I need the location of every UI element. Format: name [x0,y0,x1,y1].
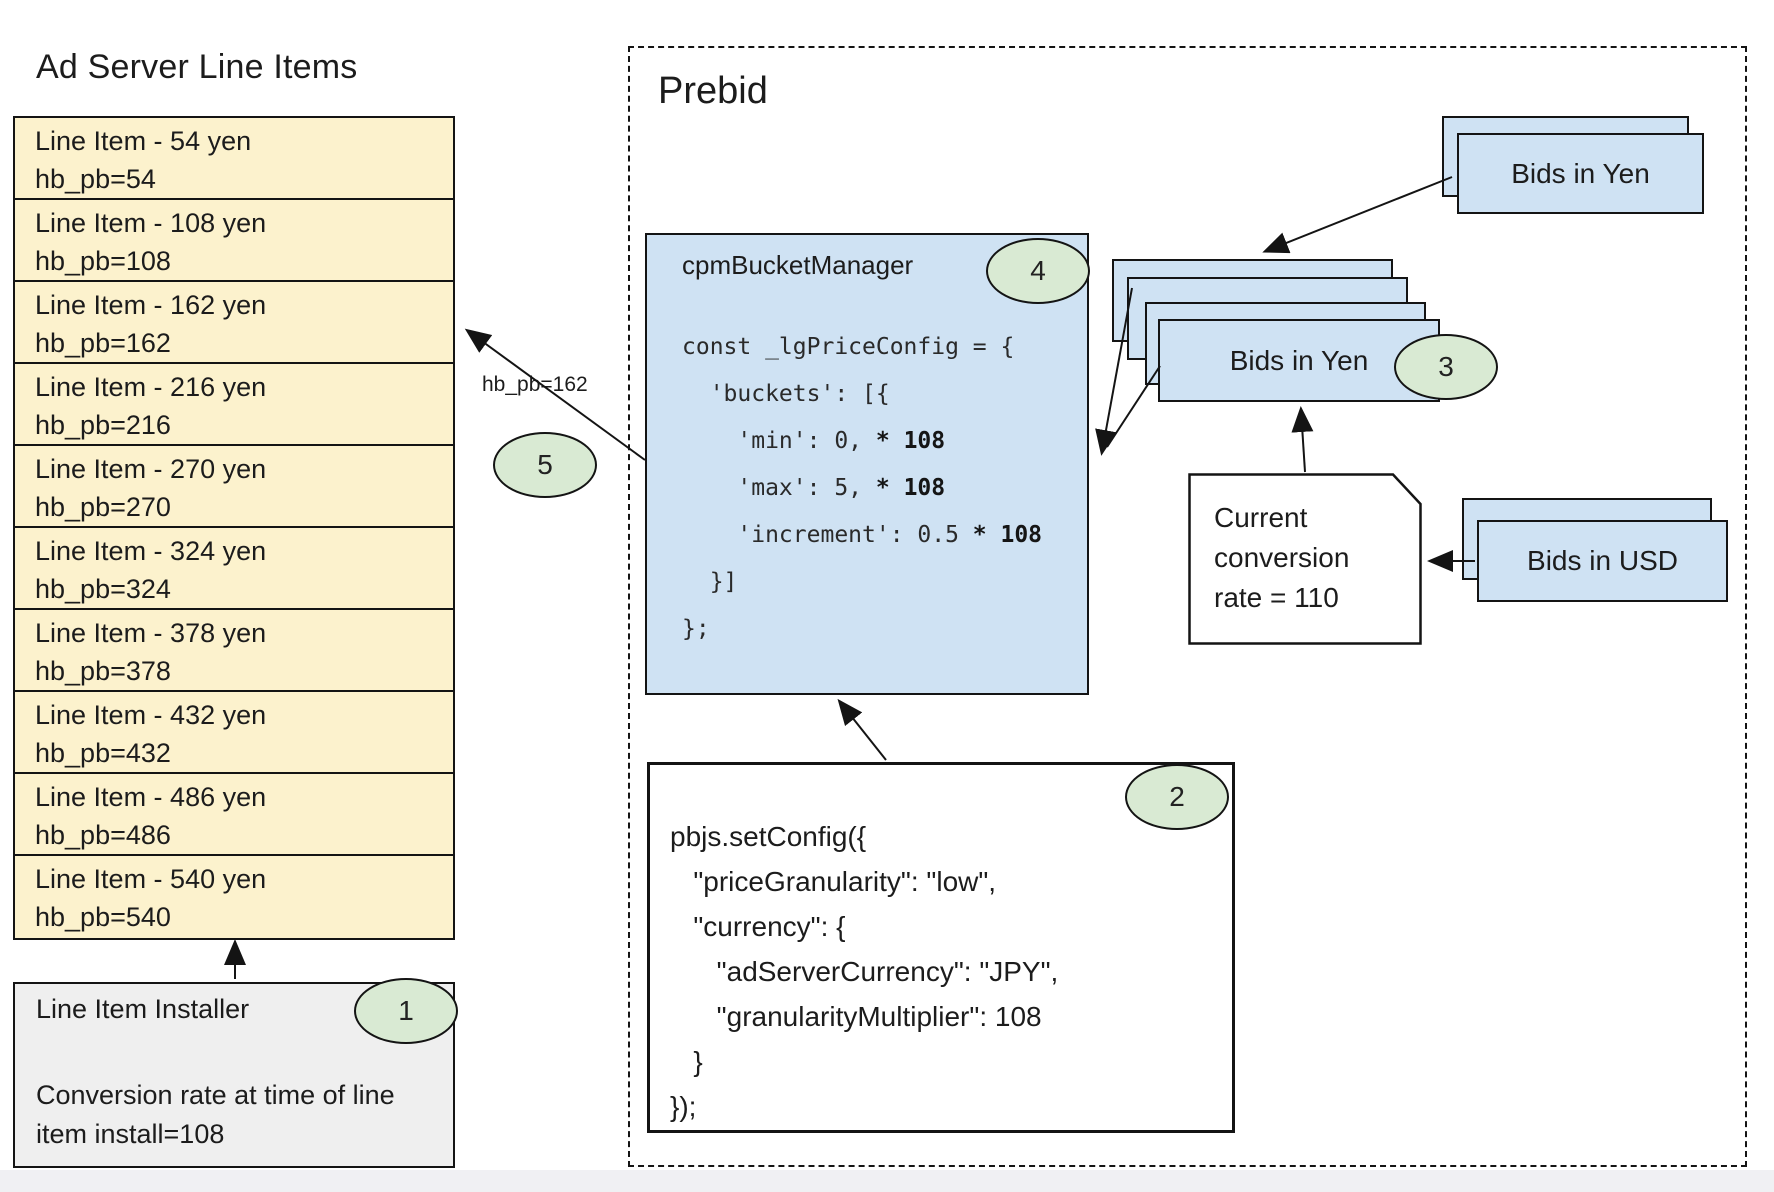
line-item-key: hb_pb=108 [35,246,171,276]
cpm-bucket-manager-box [645,233,1089,695]
code-line: 'increment': 0.5 * 108 [682,522,1043,548]
line-items-table: Line Item - 54 yen hb_pb=54 Line Item - … [13,116,455,940]
line-item-row: Line Item - 324 yen hb_pb=324 [15,528,453,610]
line-item-label: Line Item - 162 yen [35,290,267,320]
ad-server-title: Ad Server Line Items [36,48,358,86]
code-line: "priceGranularity": "low", [670,866,997,897]
code-line: } [670,1046,703,1077]
cpm-bucket-manager-title: cpmBucketManager [682,250,914,280]
line-item-key: hb_pb=378 [35,656,171,686]
line-item-row: Line Item - 162 yen hb_pb=162 [15,282,453,364]
line-item-label: Line Item - 108 yen [35,208,267,238]
line-item-key: hb_pb=54 [35,164,156,194]
line-item-key: hb_pb=486 [35,820,171,850]
line-item-row: Line Item - 270 yen hb_pb=270 [15,446,453,528]
code-line: 'max': 5, * 108 [682,475,946,501]
prebid-label: Prebid [658,70,768,112]
code-line: 'buckets': [{ [682,381,890,407]
line-item-key: hb_pb=540 [35,902,171,932]
line-item-key: hb_pb=324 [35,574,171,604]
step-badge-2: 2 [1125,764,1229,830]
line-item-key: hb_pb=432 [35,738,171,768]
hb-pb-arrow-label: hb_pb=162 [478,372,592,398]
installer-note: Conversion rate at time of line item ins… [36,1080,395,1149]
line-item-label: Line Item - 324 yen [35,536,267,566]
code-line: "granularityMultiplier": 108 [670,1001,1042,1032]
step-badge-3: 3 [1394,334,1498,400]
code-line: "currency": { [670,911,846,942]
conversion-rate-text: Current conversion rate = 110 [1214,502,1350,613]
installer-title: Line Item Installer [36,994,250,1024]
code-line: "adServerCurrency": "JPY", [670,956,1059,987]
line-item-row: Line Item - 216 yen hb_pb=216 [15,364,453,446]
note-shape [1188,473,1422,645]
code-line: 'min': 0, * 108 [682,428,946,454]
bids-in-yen-incoming-card: Bids in Yen [1457,133,1704,214]
code-line: const _lgPriceConfig = { [682,334,1015,360]
line-item-row: Line Item - 54 yen hb_pb=54 [15,118,453,200]
line-item-row: Line Item - 540 yen hb_pb=540 [15,856,453,938]
bottom-strip [0,1170,1774,1192]
line-item-key: hb_pb=162 [35,328,171,358]
step-badge-5: 5 [493,432,597,498]
code-line: }] [682,569,738,595]
line-item-label: Line Item - 54 yen [35,126,252,156]
line-item-row: Line Item - 432 yen hb_pb=432 [15,692,453,774]
line-item-label: Line Item - 540 yen [35,864,267,894]
bids-in-usd-card: Bids in USD [1477,520,1728,602]
line-item-label: Line Item - 378 yen [35,618,267,648]
line-item-label: Line Item - 486 yen [35,782,267,812]
bids-in-yen-card-front: Bids in Yen [1158,319,1440,402]
line-item-row: Line Item - 108 yen hb_pb=108 [15,200,453,282]
line-item-row: Line Item - 486 yen hb_pb=486 [15,774,453,856]
conversion-rate-note [1188,473,1422,645]
line-item-row: Line Item - 378 yen hb_pb=378 [15,610,453,692]
line-item-label: Line Item - 270 yen [35,454,267,484]
line-item-key: hb_pb=216 [35,410,171,440]
pbjs-set-config-box [647,762,1235,1133]
prebid-container [628,46,1747,1167]
pbjs-set-config-code: pbjs.setConfig({ "priceGranularity": "lo… [670,814,1058,1129]
code-line: pbjs.setConfig({ [670,821,867,852]
code-line: }; [682,616,710,642]
step-badge-4: 4 [986,238,1090,304]
step-badge-1: 1 [354,978,458,1044]
line-item-key: hb_pb=270 [35,492,171,522]
code-line: }); [670,1091,697,1122]
line-item-label: Line Item - 216 yen [35,372,267,402]
cpm-bucket-manager-code: const _lgPriceConfig = { 'buckets': [{ '… [682,324,1042,653]
line-item-label: Line Item - 432 yen [35,700,267,730]
